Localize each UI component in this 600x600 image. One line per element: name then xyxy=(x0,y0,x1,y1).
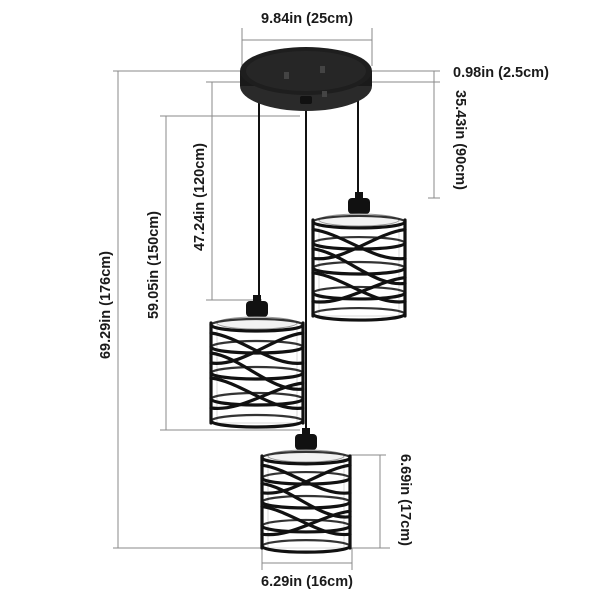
cage-ring xyxy=(311,220,407,230)
cage-diagonal xyxy=(260,482,352,519)
cage-ring xyxy=(311,291,407,301)
cage-ring xyxy=(311,312,407,322)
canopy-height-label: 0.98in (2.5cm) xyxy=(453,65,549,81)
pendant-shade-right xyxy=(311,192,407,322)
cords xyxy=(258,95,359,432)
dimension-labels: 9.84in (25cm) 0.98in (2.5cm) 35.43in (90… xyxy=(98,11,549,590)
cage-ring xyxy=(209,345,305,355)
cage-diagonal xyxy=(311,228,407,261)
socket-cap xyxy=(348,198,370,214)
canopy-width-label: 9.84in (25cm) xyxy=(261,11,353,27)
cage-diagonal xyxy=(260,463,352,495)
cage-diagonal xyxy=(209,376,305,410)
socket-cap xyxy=(295,434,317,450)
cage-diagonal xyxy=(260,505,352,537)
cage-ring xyxy=(209,419,305,429)
cage-diagonal xyxy=(209,351,305,391)
pendant-shade-center xyxy=(260,428,352,554)
shade-height-label: 6.69in (17cm) xyxy=(397,454,413,546)
ceiling-canopy xyxy=(240,47,372,111)
cage-diagonal xyxy=(311,247,407,286)
cage-diagonal xyxy=(260,509,352,537)
total-height-label: 69.29in (176cm) xyxy=(98,251,114,359)
cage-ring xyxy=(311,241,407,251)
cage-diagonal xyxy=(311,271,407,304)
cage-ring xyxy=(260,544,352,554)
dimension-lines xyxy=(113,28,440,570)
cage-ring xyxy=(260,476,352,486)
cage-ring xyxy=(209,323,305,333)
cage-ring xyxy=(209,397,305,407)
cage-ring xyxy=(260,524,352,534)
cage-diagonal xyxy=(209,331,305,365)
cage-ring xyxy=(209,371,305,381)
pendant-shade-left xyxy=(209,295,305,429)
shade-width-label: 6.29in (16cm) xyxy=(261,574,353,590)
long-drop-label: 59.05in (150cm) xyxy=(146,211,162,319)
cage-ring xyxy=(260,500,352,510)
short-drop-label: 35.43in (90cm) xyxy=(452,90,468,190)
cage-ring xyxy=(260,456,352,466)
cage-diagonal xyxy=(209,381,305,411)
cage-diagonal xyxy=(311,276,407,304)
socket-cap xyxy=(246,301,268,317)
medium-drop-label: 47.24in (120cm) xyxy=(192,143,208,251)
cage-ring xyxy=(311,266,407,276)
